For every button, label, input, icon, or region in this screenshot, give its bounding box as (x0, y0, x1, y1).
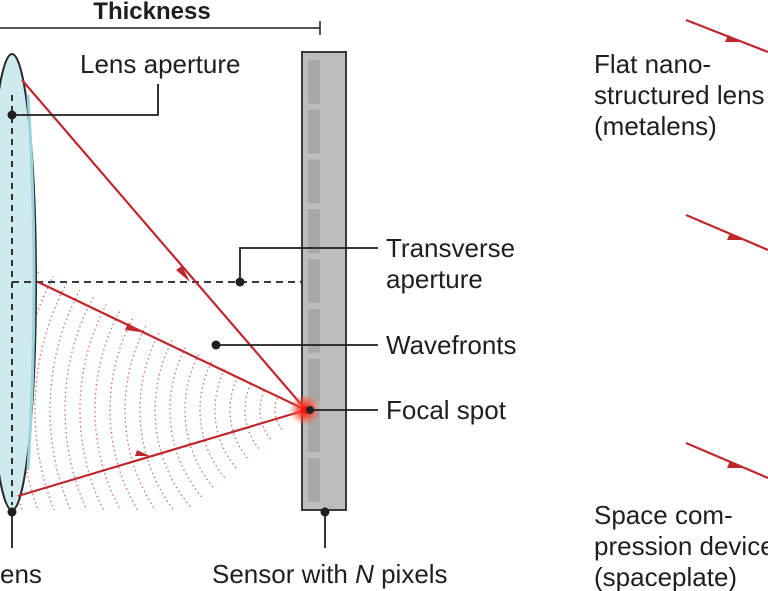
wavefront-arc (49, 289, 81, 510)
ray-arrowheads (125, 266, 190, 456)
sensor-pixel (308, 259, 320, 303)
wavefront-arc (79, 304, 107, 510)
ray-bottom-arrowhead (135, 450, 150, 456)
transverse-leader (239, 247, 378, 282)
wavefront-arc (229, 374, 248, 459)
mid-ray-arrowhead (727, 233, 742, 240)
wavefront-arc (184, 353, 214, 488)
thickness-label: Thickness (93, 0, 210, 25)
wavefront-arc (259, 388, 271, 440)
spaceplate-ray (685, 441, 768, 480)
thickness-bracket (0, 21, 321, 35)
ray-bottom (17, 408, 307, 498)
sensor (301, 51, 347, 511)
lens-aperture-label: Lens aperture (80, 49, 240, 79)
sensor-pixel (308, 358, 320, 403)
metalens-ray (685, 18, 768, 54)
mid-ray (685, 213, 768, 252)
wavefront-arc (139, 332, 175, 510)
transverse-aperture-label-line1: Transverse (386, 233, 515, 263)
wavefront-arc (199, 360, 226, 478)
ray-middle-arrowhead (125, 323, 140, 332)
leaders (7, 84, 378, 548)
spaceplate-label-line2: pression device (594, 531, 768, 561)
metalens-label-line1: Flat nano- (594, 49, 711, 79)
sensor-dot (320, 507, 330, 517)
sensor-label-suffix: pixels (374, 559, 448, 589)
lens-label: ens (0, 559, 42, 589)
transverse-aperture-label-line2: aperture (386, 264, 483, 294)
ray-middle (37, 281, 307, 411)
sensor-pixel (308, 209, 320, 254)
sensor-pixel (308, 308, 320, 353)
sensor-label: Sensor with N pixels (212, 559, 448, 589)
ray-top (21, 79, 307, 411)
sensor-pixel (308, 159, 320, 204)
ray-top-arrowhead (176, 266, 190, 282)
wavefront-arc (154, 339, 191, 507)
spaceplate-label-line1: Space com- (594, 500, 733, 530)
wavefront-arc (244, 381, 260, 450)
wavefronts-label: Wavefronts (386, 330, 517, 360)
sensor-pixel (308, 458, 320, 502)
metalens-label-line2: structured lens (594, 80, 765, 110)
lens-aperture-leader (12, 84, 159, 116)
wavefronts-dot (211, 340, 221, 350)
sensor-label-prefix: Sensor with (212, 559, 355, 589)
sensor-pixels (308, 60, 320, 502)
focal-spot-dot (306, 406, 314, 414)
wavefront-arc (169, 346, 203, 498)
lens-aperture-dot (7, 110, 17, 120)
spaceplate-ray-arrowhead (727, 461, 742, 468)
wavefront-arc (274, 395, 283, 430)
wavefront-arc (214, 367, 237, 469)
lens-dot (7, 507, 17, 517)
metalens-ray-arrowhead (725, 35, 740, 42)
wavefront-arc (34, 282, 68, 510)
spaceplate-label-line3: (spaceplate) (594, 562, 737, 591)
wavefront-arc (64, 296, 94, 510)
transverse-dot (235, 277, 245, 287)
focal-spot-label: Focal spot (386, 395, 507, 425)
right-rays (685, 18, 768, 480)
sensor-pixel (308, 60, 320, 104)
metalens-label-line3: (metalens) (594, 111, 717, 141)
sensor-pixel (308, 109, 320, 154)
wavefront-arc (124, 325, 157, 510)
sensor-label-n: N (355, 559, 374, 589)
lens-highlight (26, 94, 36, 471)
rays (17, 79, 307, 498)
